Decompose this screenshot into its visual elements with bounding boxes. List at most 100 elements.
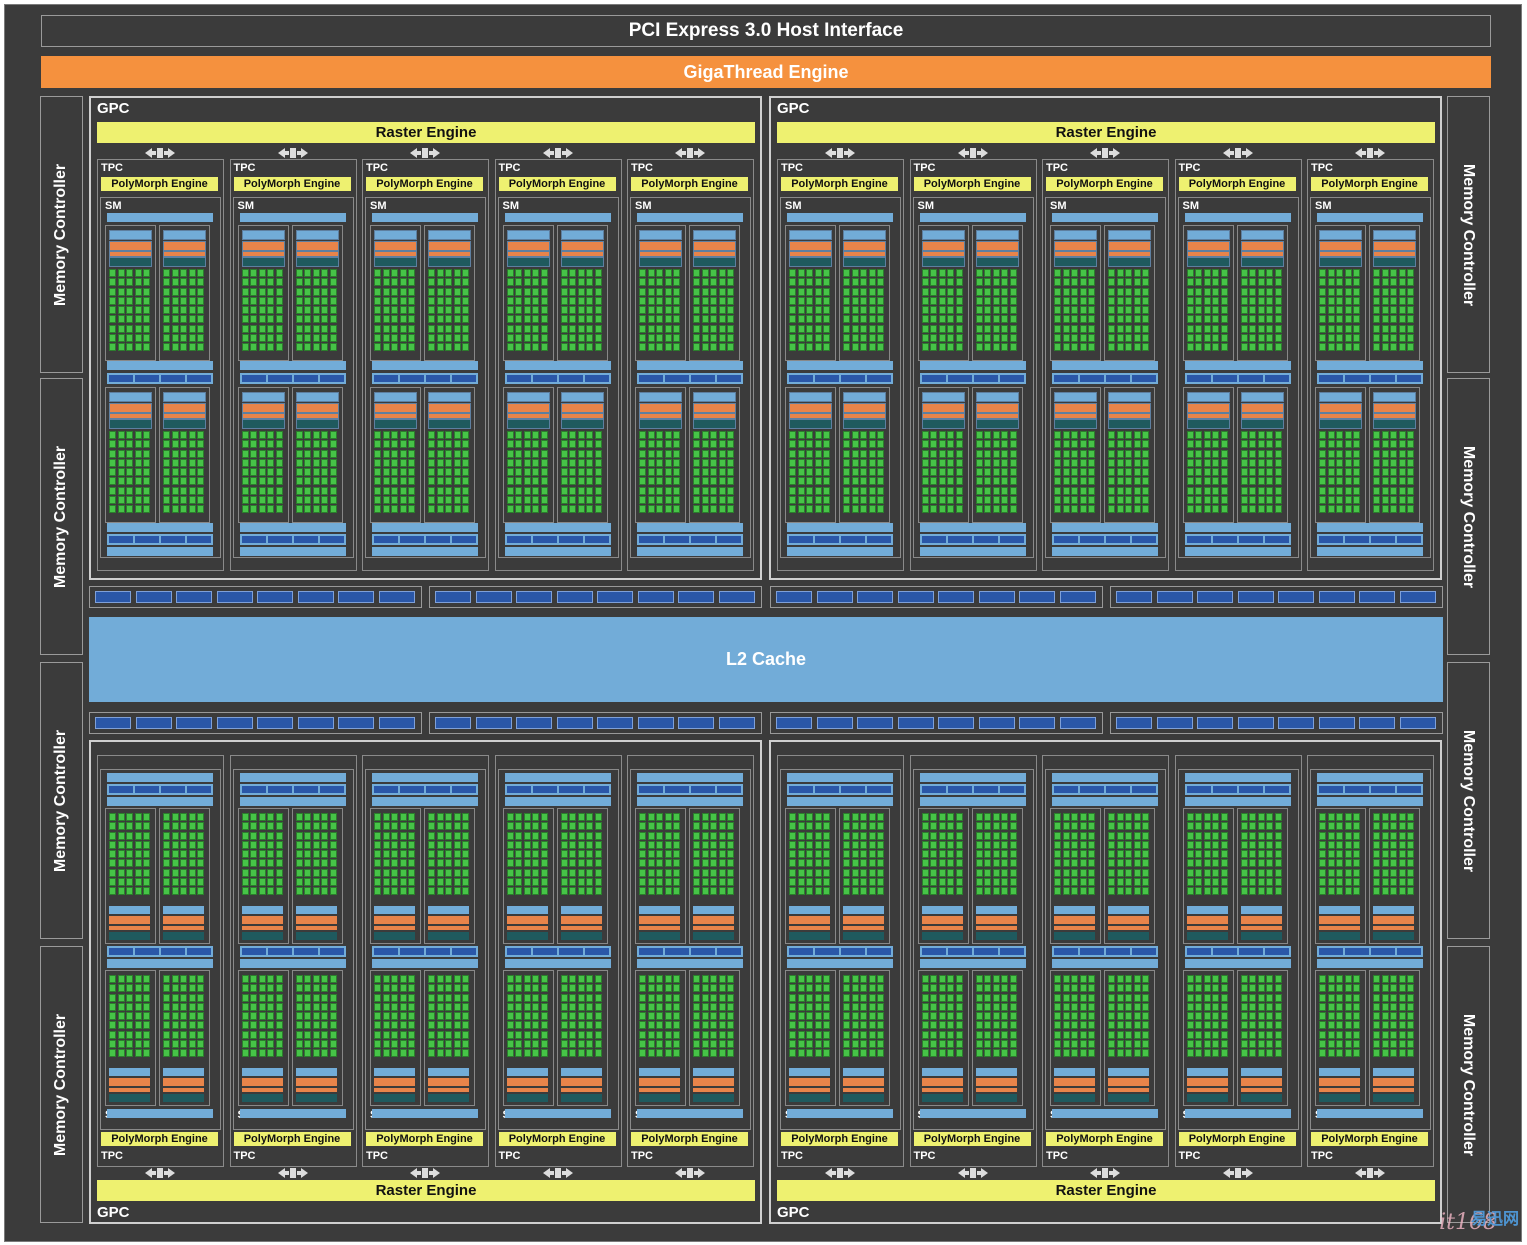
cuda-core: [647, 1021, 655, 1030]
cuda-core: [523, 440, 531, 449]
cuda-core: [1266, 505, 1273, 514]
cuda-core: [109, 449, 116, 458]
cuda-core: [823, 477, 830, 486]
cuda-core: [1398, 449, 1406, 458]
cuda-core: [647, 1040, 655, 1049]
cuda-core: [586, 850, 593, 859]
cuda-core: [656, 859, 663, 868]
dispatch-unit: [1054, 1088, 1095, 1092]
cuda-core: [693, 1021, 700, 1030]
cuda-core: [877, 1030, 884, 1039]
cuda-core: [664, 822, 672, 831]
cuda-core: [586, 343, 593, 352]
cuda-core: [1009, 269, 1017, 277]
cuda-core: [1088, 296, 1095, 305]
cuda-core: [312, 868, 320, 877]
cuda-core: [701, 324, 709, 333]
cuda-core: [577, 315, 585, 324]
cuda-core: [930, 343, 937, 352]
cuda-core: [693, 993, 700, 1002]
load-store-unit: [187, 786, 211, 793]
cuda-core: [188, 1040, 196, 1049]
cuda-core: [188, 315, 196, 324]
cuda-core: [1009, 868, 1017, 877]
cuda-core: [1079, 449, 1087, 458]
cuda-core: [304, 868, 311, 877]
cuda-core: [1327, 840, 1335, 849]
cuda-core: [295, 822, 303, 831]
load-store-unit: [293, 375, 318, 382]
cuda-core: [992, 984, 1000, 993]
load-store-units: [504, 534, 611, 545]
cuda-core: [321, 831, 328, 840]
cuda-core: [1079, 813, 1087, 821]
cuda-core: [656, 431, 663, 439]
cuda-core: [955, 1049, 963, 1058]
polymorph-engine-label: PolyMorph Engine: [243, 1133, 341, 1145]
cache-bar: [504, 523, 611, 532]
cuda-core: [727, 1002, 734, 1011]
warp-scheduler: [241, 916, 283, 924]
cuda-core: [1071, 887, 1078, 896]
cuda-core: [374, 975, 381, 983]
cuda-core: [1001, 449, 1008, 458]
cuda-core: [163, 831, 170, 840]
cuda-core: [1336, 315, 1343, 324]
cuda-core: [329, 296, 337, 305]
sm-partition: [1315, 808, 1366, 944]
cuda-core: [436, 431, 444, 439]
cuda-core: [171, 496, 179, 505]
cuda-core: [1088, 993, 1095, 1002]
cuda-core: [1344, 287, 1352, 296]
cuda-core: [374, 887, 381, 896]
cuda-core: [445, 1021, 452, 1030]
cuda-core: [171, 822, 179, 831]
cuda-core: [594, 822, 602, 831]
bidirectional-arrow-icon: [408, 1166, 442, 1178]
register-file: [1108, 932, 1149, 940]
cuda-core: [656, 1021, 663, 1030]
cuda-core: [1062, 449, 1070, 458]
cuda-core: [569, 324, 576, 333]
cuda-core: [117, 278, 125, 287]
cuda-core: [560, 458, 568, 467]
cuda-core: [275, 315, 283, 324]
cuda-core: [1062, 822, 1070, 831]
sm-partition: [556, 387, 608, 523]
cuda-core: [1009, 278, 1017, 287]
cuda-core: [188, 1002, 196, 1011]
instruction-buffer: [1373, 392, 1416, 402]
warp-scheduler: [241, 241, 285, 251]
cuda-core: [250, 831, 257, 840]
cuda-core: [445, 984, 452, 993]
cuda-core: [250, 334, 257, 343]
polymorph-engine: PolyMorph Engine: [781, 177, 898, 191]
cuda-core: [312, 315, 320, 324]
cuda-core: [1054, 1030, 1061, 1039]
cuda-core: [382, 296, 390, 305]
cuda-core: [1203, 887, 1211, 896]
cuda-core: [673, 993, 680, 1002]
cuda-core: [718, 449, 726, 458]
cuda-core: [1381, 343, 1389, 352]
cuda-core: [1319, 296, 1326, 305]
watermark-logo: it168: [1439, 1210, 1497, 1235]
cuda-core: [594, 458, 602, 467]
gpu-block-diagram: PCI Express 3.0 Host Interface GigaThrea…: [4, 4, 1522, 1242]
cuda-core: [1220, 868, 1228, 877]
cuda-core: [374, 287, 381, 296]
dispatch-unit: [560, 1088, 602, 1092]
cache-bar: [919, 959, 1026, 968]
cuda-core: [1381, 440, 1389, 449]
cuda-core: [639, 343, 646, 352]
streaming-multiprocessor: SM: [497, 769, 619, 1130]
cuda-core: [408, 505, 415, 514]
cuda-core: [797, 1049, 805, 1058]
cuda-core: [789, 306, 796, 315]
cuda-core: [1071, 505, 1078, 514]
cuda-core: [992, 1002, 1000, 1011]
cuda-core: [1088, 449, 1095, 458]
cuda-core: [727, 496, 734, 505]
cuda-core: [258, 831, 266, 840]
bidirectional-arrow-icon: [1221, 146, 1255, 158]
